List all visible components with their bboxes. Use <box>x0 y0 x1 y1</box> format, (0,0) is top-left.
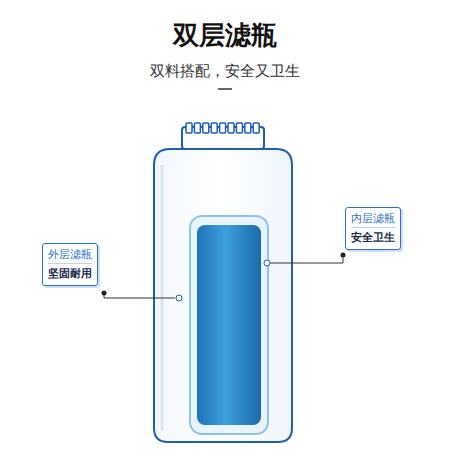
part-feature: 安全卫生 <box>351 227 395 245</box>
callout-box: 内层滤瓶安全卫生 <box>345 207 401 250</box>
part-name: 外层滤瓶 <box>48 247 92 262</box>
part-name: 内层滤瓶 <box>351 211 395 226</box>
subtitle: 双料搭配，安全又卫生 <box>150 62 300 81</box>
callout-box: 外层滤瓶坚固耐用 <box>42 243 98 286</box>
title: 双层滤瓶 <box>173 18 277 53</box>
part-feature: 坚固耐用 <box>48 263 92 281</box>
